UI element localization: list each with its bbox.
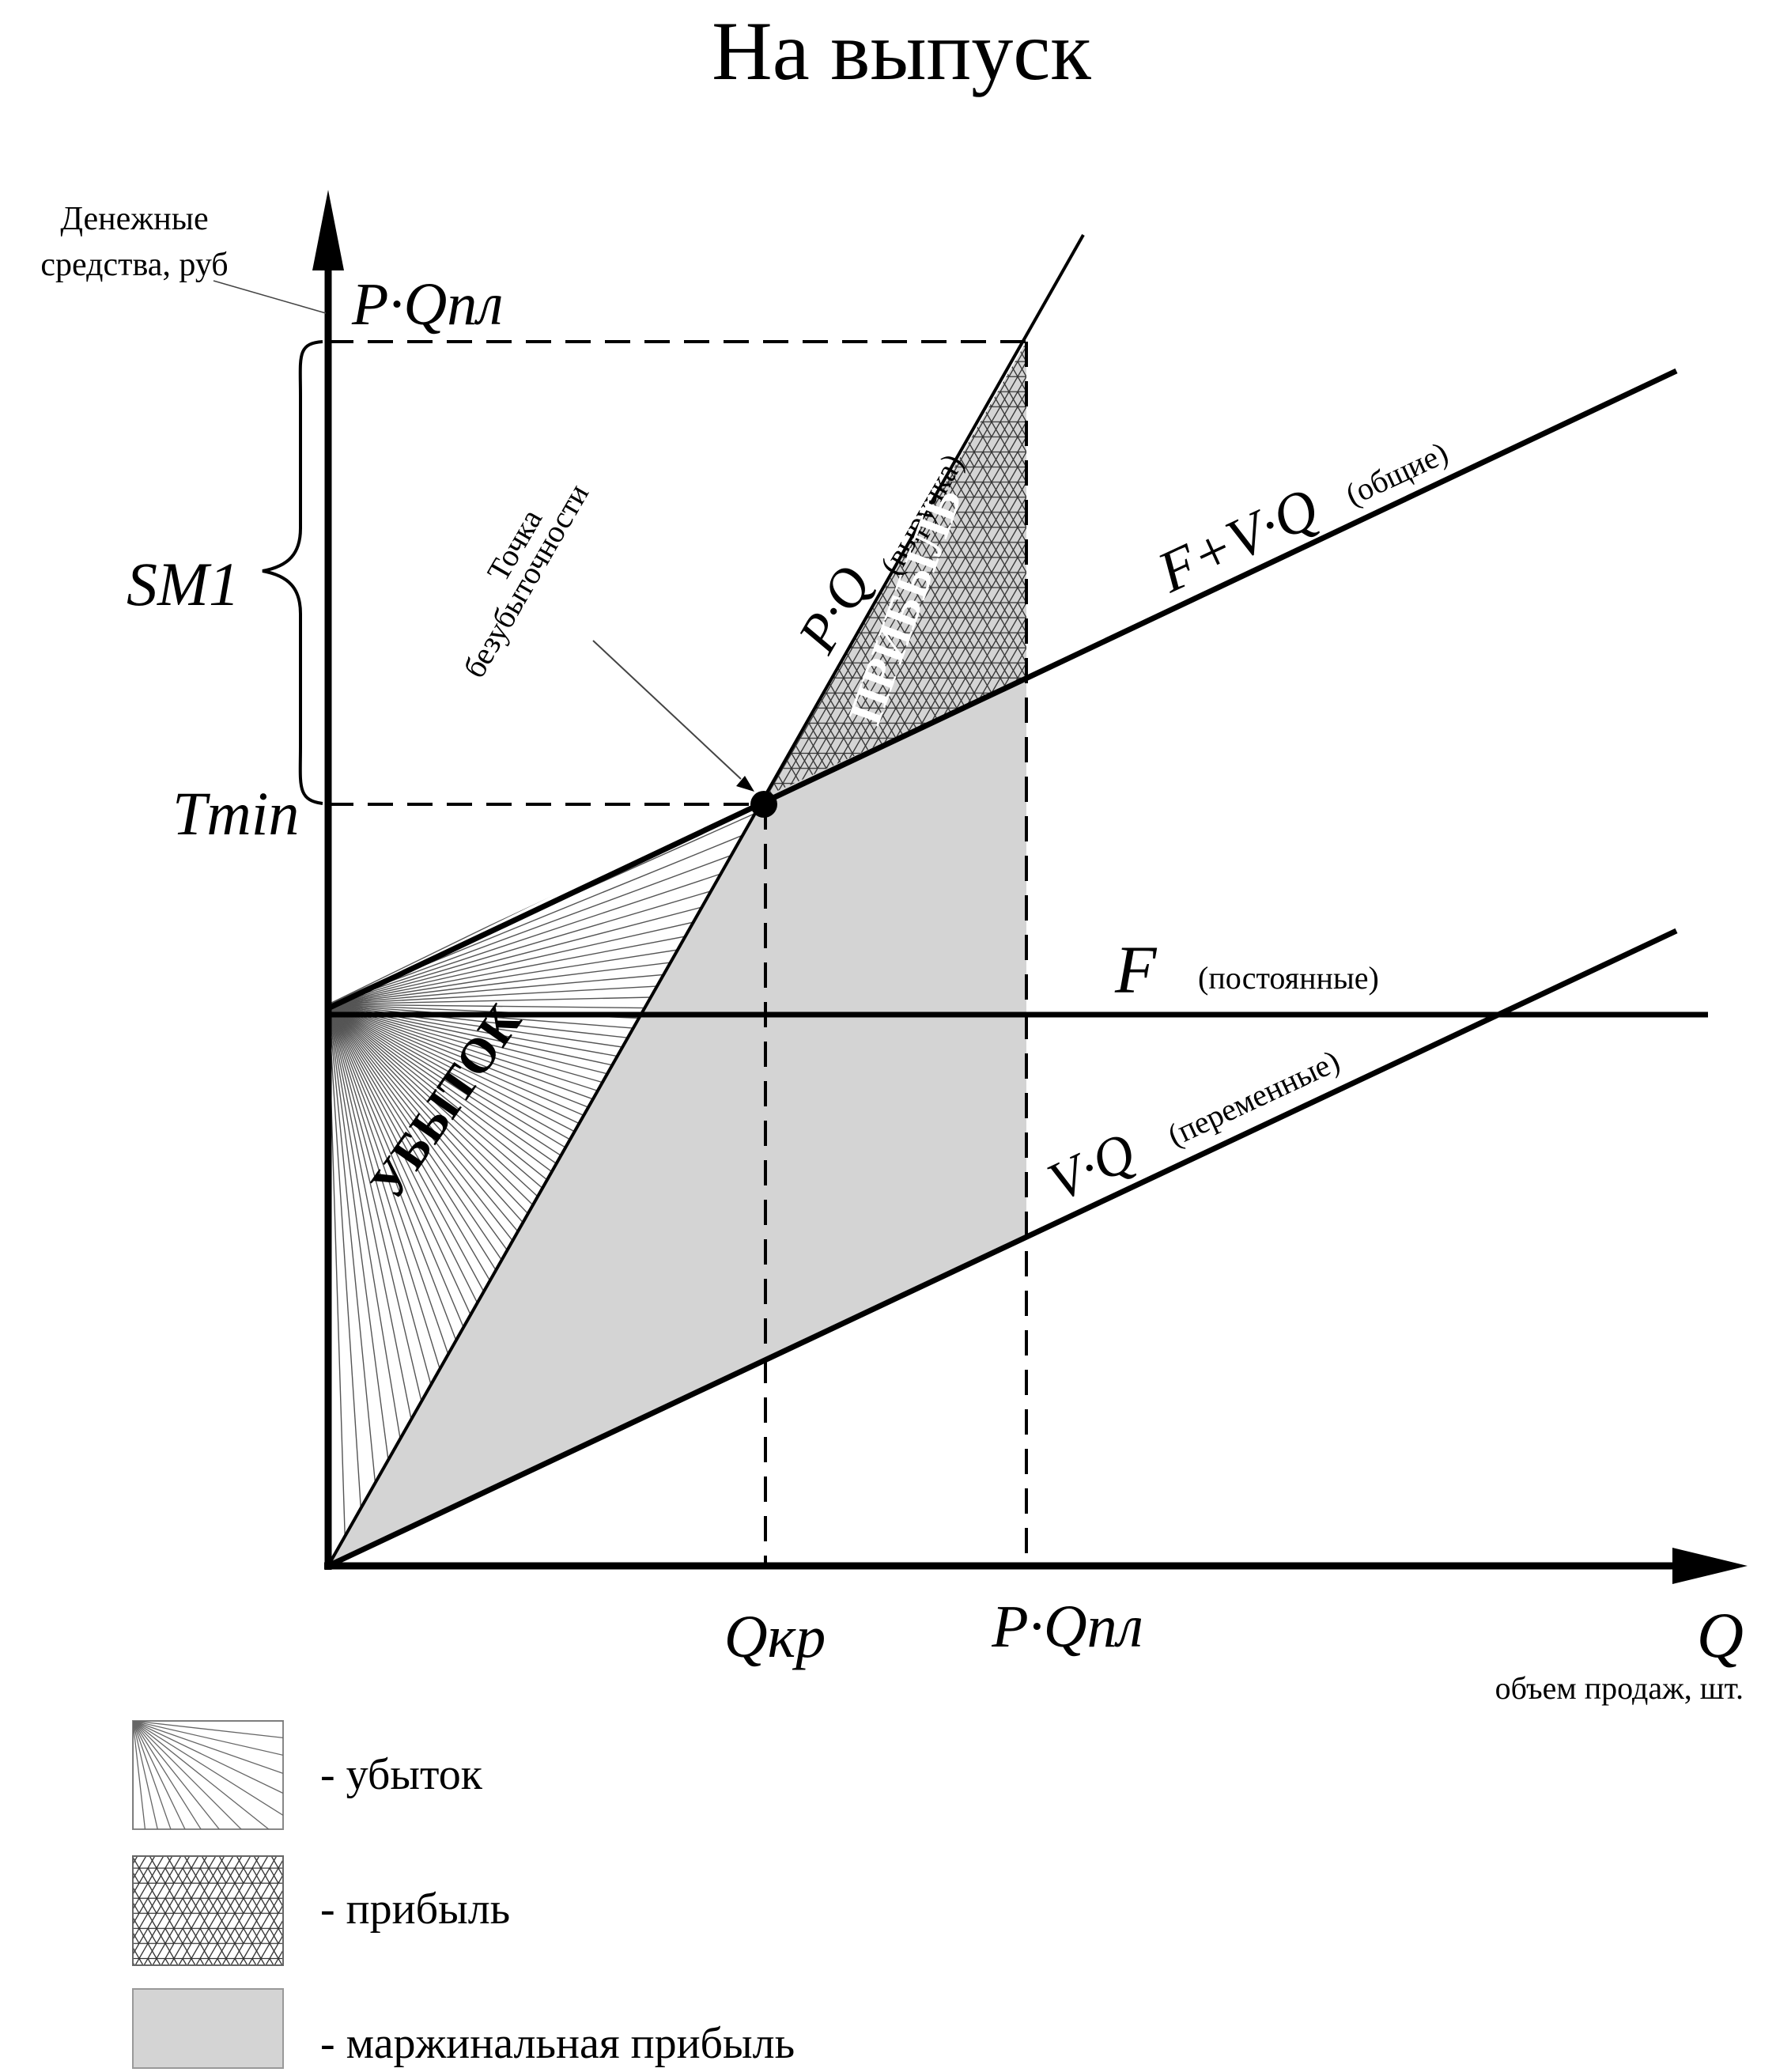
hatch-ray: [133, 1721, 221, 1829]
hatch-ray: [133, 1721, 283, 1739]
sm-label: SM1: [127, 550, 240, 618]
y-axis-label-line2: средства, руб: [40, 247, 228, 283]
sm-brace: [262, 340, 323, 805]
breakeven-arrow: [592, 640, 754, 792]
hatch-ray: [133, 1721, 242, 1829]
legend-swatch-margin: [132, 1988, 284, 2069]
legend-label-loss: - убыток: [320, 1750, 483, 1799]
hatch-ray: [328, 1004, 380, 1566]
hatch-ray: [133, 1721, 283, 1817]
y-axis-label-line1: Денежные: [60, 201, 208, 237]
hatch-ray: [133, 1721, 283, 1794]
hatch-ray: [133, 1721, 283, 1756]
total-formula: F+V·Q: [1148, 475, 1328, 605]
x-axis: [324, 1548, 1748, 1584]
y-axis-label-leader: [213, 280, 327, 314]
y-axis: [312, 190, 344, 1570]
hatch-ray: [133, 1721, 270, 1829]
hatch-ray: [328, 1004, 354, 1566]
diagram-title: На выпуск: [712, 5, 1091, 97]
tmin-label: Tmin: [172, 779, 299, 848]
qkr-label: Qкр: [724, 1604, 826, 1670]
hatch-ray: [328, 1004, 459, 1566]
y-top-label: P·Qпл: [351, 271, 503, 338]
hatch-ray: [133, 1721, 172, 1829]
breakeven-point: [750, 791, 777, 818]
fixed-formula: F: [1114, 932, 1158, 1008]
legend-label-profit: - прибыль: [320, 1885, 510, 1934]
dashed-guides: [328, 340, 1028, 1566]
hatch-ray: [133, 1721, 186, 1829]
x-axis-symbol: Q: [1697, 1599, 1744, 1671]
margin-profit-region: [328, 678, 1026, 1566]
hatch-ray: [133, 1721, 202, 1829]
x-pqpl-label: P·Qпл: [991, 1594, 1143, 1660]
hatch-ray: [328, 1004, 433, 1566]
hatch-ray: [328, 1004, 510, 1566]
legend-swatch-profit: [132, 1855, 284, 1966]
total-cost-line: [327, 368, 1678, 1011]
hatch-ray: [328, 796, 765, 1005]
variable-cost-line: [327, 928, 1678, 1569]
hatch-ray: [133, 1721, 158, 1829]
hatch-ray: [133, 1721, 283, 1775]
fixed-note: (постоянные): [1198, 960, 1379, 996]
hatch-ray: [328, 796, 765, 1005]
revenue-line: [327, 234, 1085, 1567]
x-axis-caption: объем продаж, шт.: [1495, 1670, 1744, 1706]
hatch-ray: [328, 796, 765, 1005]
hatch-ray: [328, 1004, 485, 1566]
hatch-ray: [133, 1721, 146, 1829]
legend-swatch-loss: [132, 1720, 284, 1830]
hatch-ray: [328, 1004, 329, 1566]
hatch-ray: [328, 1004, 406, 1566]
legend: - убыток - прибыль - маржинальная прибыл…: [132, 1720, 795, 2069]
legend-label-margin: - маржинальная прибыль: [320, 2019, 795, 2068]
variable-formula: V·Q: [1039, 1121, 1144, 1214]
hatch-ray: [328, 796, 765, 1005]
